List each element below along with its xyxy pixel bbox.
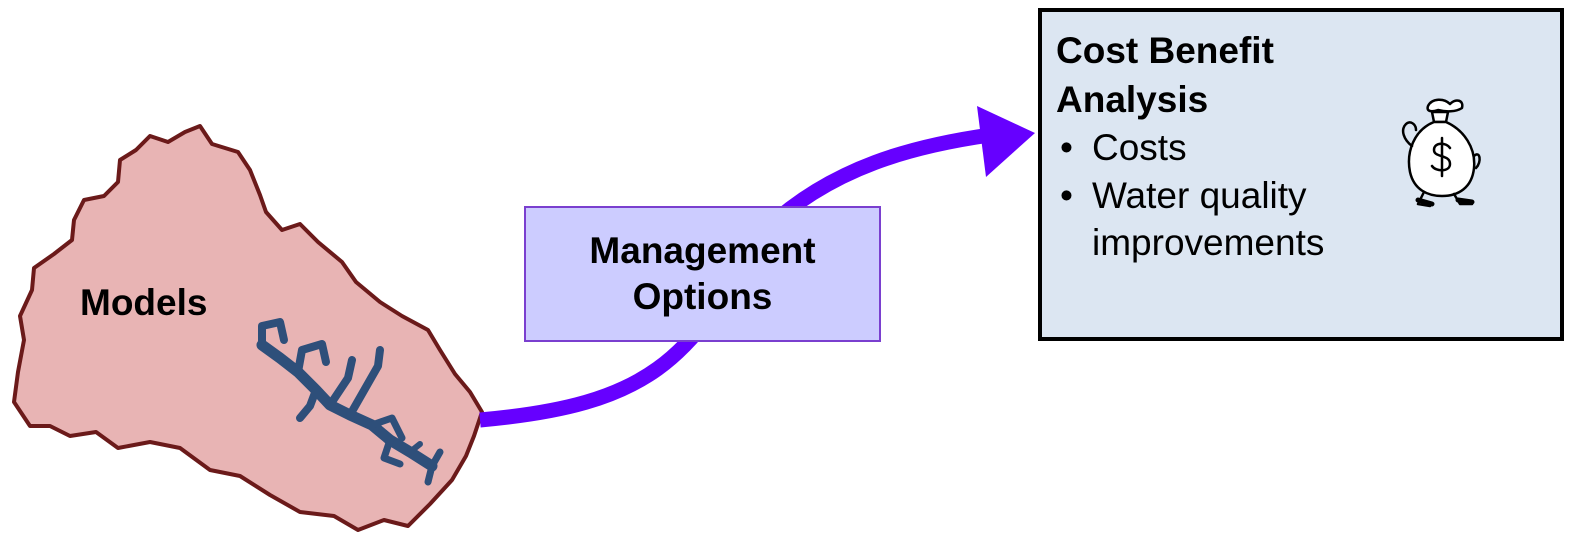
watershed-shape [12, 124, 484, 532]
management-line-1: Management [589, 229, 816, 271]
cba-title: Cost Benefit Analysis [1056, 26, 1376, 124]
bullet-text-costs: Costs [1092, 127, 1187, 169]
flow-arrowhead [977, 106, 1035, 177]
list-item: • Costs [1056, 124, 1432, 171]
bullet-text-water-quality: Water quality improvements [1092, 174, 1325, 264]
management-options-box: Management Options [524, 206, 881, 342]
bullet-glyph: • [1060, 174, 1073, 216]
cba-bullet-list: • Costs • Water quality improvements [1056, 124, 1560, 266]
bullet-glyph: • [1060, 127, 1073, 169]
models-label: Models [80, 282, 208, 323]
river-network [256, 318, 444, 486]
management-line-2: Options [632, 276, 773, 317]
cost-benefit-analysis-box: Cost Benefit Analysis • Costs • Water qu… [1038, 8, 1564, 341]
cba-title-line-2: Analysis [1056, 79, 1209, 121]
cba-title-line-1: Cost Benefit [1056, 30, 1274, 71]
money-bag-icon [1401, 98, 1481, 208]
list-item: • Water quality improvements [1056, 172, 1432, 267]
